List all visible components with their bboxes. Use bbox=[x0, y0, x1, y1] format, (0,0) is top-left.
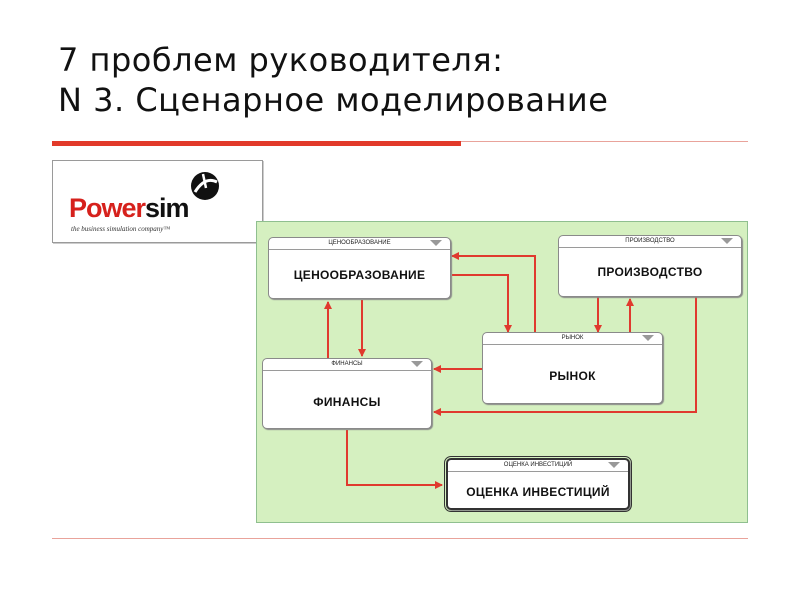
title-underline-accent bbox=[52, 141, 461, 146]
dropdown-triangle-icon bbox=[411, 361, 423, 367]
node-finance-label: ФИНАНСЫ bbox=[313, 395, 381, 409]
powersim-wordmark: Powersim bbox=[69, 193, 190, 223]
title-line-1: 7 проблем руководителя: bbox=[58, 41, 504, 79]
node-investment[interactable]: ОЦЕНКА ИНВЕСТИЦИЙ ОЦЕНКА ИНВЕСТИЦИЙ bbox=[444, 456, 632, 512]
node-market-header: РЫНОК bbox=[483, 333, 662, 345]
node-pricing[interactable]: ЦЕНООБРАЗОВАНИЕ ЦЕНООБРАЗОВАНИЕ bbox=[268, 237, 451, 299]
node-production-label: ПРОИЗВОДСТВО bbox=[597, 265, 703, 279]
node-finance[interactable]: ФИНАНСЫ ФИНАНСЫ bbox=[262, 358, 432, 429]
node-investment-header: ОЦЕНКА ИНВЕСТИЦИЙ bbox=[448, 460, 628, 472]
powersim-globe-icon bbox=[191, 172, 219, 200]
powersim-logo: Powersim the business simulation company… bbox=[52, 160, 263, 243]
powersim-tagline: the business simulation company™ bbox=[71, 225, 171, 233]
slide-title: 7 проблем руководителя: N 3. Сценарное м… bbox=[58, 40, 608, 120]
dropdown-triangle-icon bbox=[430, 240, 442, 246]
title-line-2: N 3. Сценарное моделирование bbox=[58, 81, 609, 119]
node-investment-label: ОЦЕНКА ИНВЕСТИЦИЙ bbox=[466, 485, 610, 499]
title-underline-thin bbox=[461, 141, 748, 142]
node-production[interactable]: ПРОИЗВОДСТВО ПРОИЗВОДСТВО bbox=[558, 235, 742, 297]
dropdown-triangle-icon bbox=[642, 335, 654, 341]
dropdown-triangle-icon bbox=[721, 238, 733, 244]
bottom-rule bbox=[52, 538, 748, 539]
node-pricing-label: ЦЕНООБРАЗОВАНИЕ bbox=[293, 268, 426, 282]
node-market-label: РЫНОК bbox=[549, 369, 596, 383]
node-pricing-header: ЦЕНООБРАЗОВАНИЕ bbox=[269, 238, 450, 250]
node-market[interactable]: РЫНОК РЫНОК bbox=[482, 332, 663, 404]
node-finance-header: ФИНАНСЫ bbox=[263, 359, 431, 371]
node-production-header: ПРОИЗВОДСТВО bbox=[559, 236, 741, 248]
dropdown-triangle-icon bbox=[608, 462, 620, 468]
